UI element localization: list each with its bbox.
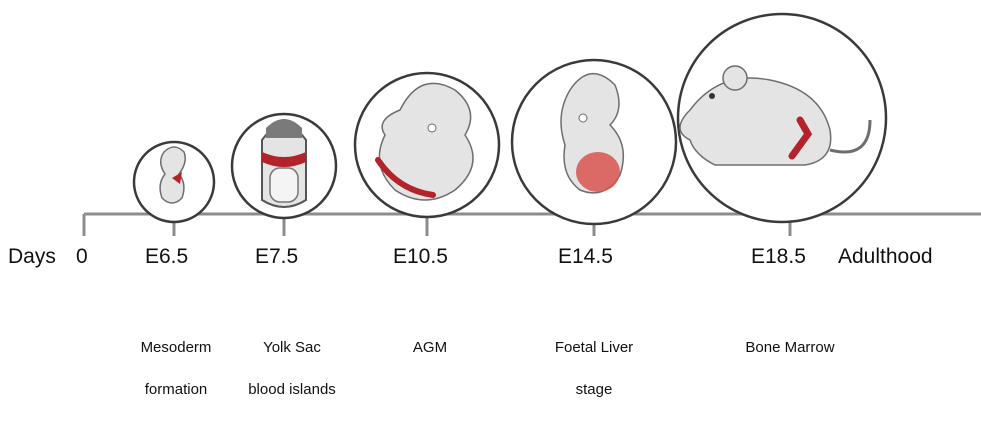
stage-label-line1: Yolk Sac	[217, 337, 367, 358]
stage-label-agm: AGM	[355, 316, 505, 400]
mesoderm-embryo-icon	[134, 142, 214, 222]
foetal-embryo-icon	[512, 60, 676, 224]
agm-embryo-icon	[355, 73, 499, 217]
mouse-icon	[678, 14, 886, 222]
axis-prefix-label: Days	[8, 245, 56, 269]
stage-label-line1: Bone Marrow	[715, 337, 865, 358]
tick-label-e14-5: E14.5	[558, 245, 613, 269]
tick-label-e18-5: E18.5	[751, 245, 806, 269]
tick-label-e6-5: E6.5	[145, 245, 188, 269]
yolk-sac-embryo-icon	[232, 114, 336, 218]
tick-label-e10-5: E10.5	[393, 245, 448, 269]
stage-label-line2: blood islands	[217, 379, 367, 400]
stage-label-bone-marrow: Bone Marrow	[715, 316, 865, 400]
stage-label-foetal-liver: Foetal Liver stage	[519, 316, 669, 421]
stage-label-line2: stage	[519, 379, 669, 400]
stage-label-line1: AGM	[355, 337, 505, 358]
tick-label-adulthood: Adulthood	[838, 245, 933, 269]
stage-label-line1: Foetal Liver	[519, 337, 669, 358]
haematopoiesis-timeline-diagram	[0, 0, 981, 365]
tick-label-e7-5: E7.5	[255, 245, 298, 269]
stage-label-yolk-sac: Yolk Sac blood islands	[217, 316, 367, 421]
tick-label-0: 0	[76, 245, 88, 269]
